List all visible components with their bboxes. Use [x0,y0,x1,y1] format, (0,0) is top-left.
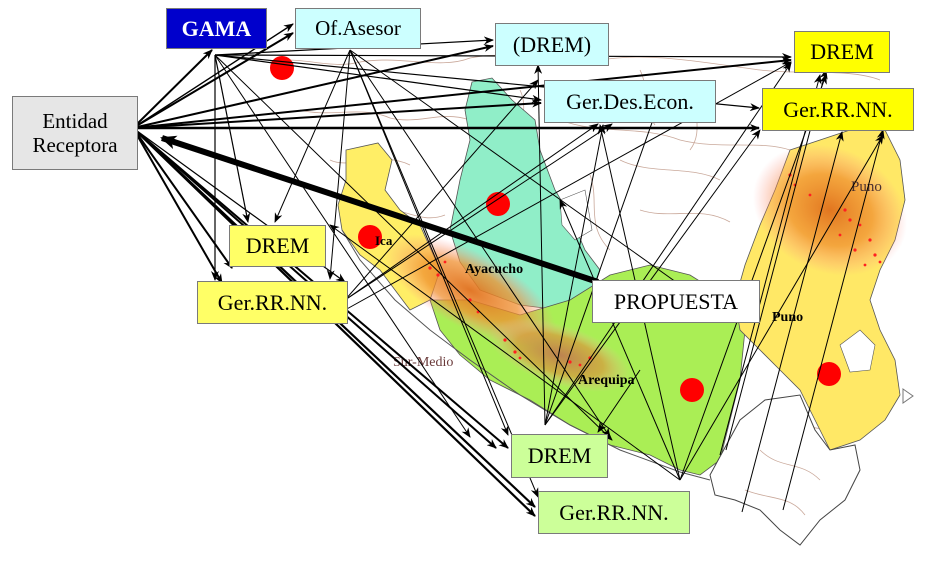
connector-arrow [132,49,213,129]
map-label-sur-medio: Sur-Medio [393,355,454,370]
entidad-receptora-node[interactable]: Entidad Receptora [12,96,147,179]
ger-rrnn-puno-label: Ger.RR.NN. [783,96,893,122]
map-label-ayacucho: Ayacucho [465,262,524,277]
connector-arrow [544,99,661,426]
connector-arrow [544,129,761,426]
connector-arrow [344,79,539,301]
connector-arrow [274,49,351,223]
entidad-receptora-line2: Receptora [32,133,118,157]
site-marker [358,225,382,249]
connector-arrow [559,199,681,481]
scroll-triangle-icon [902,388,914,404]
connector-arrow [344,123,599,301]
drem-puno-label: DREM [810,39,874,65]
connector-arrow [349,49,691,293]
entidad-receptora-line1: Entidad [42,108,108,133]
connector-arrow [344,61,792,311]
connector-arrow [214,54,613,441]
ger-des-econ-node[interactable]: Ger.Des.Econ. [544,80,716,123]
map-label-ica: Ica [375,233,393,248]
connector-arrow [544,62,792,426]
ger-rrnn-arequipa-label: Ger.RR.NN. [559,499,669,525]
connector-arrow [679,134,884,481]
connector-arrow [349,49,539,498]
drem-ica-node[interactable]: DREM [229,225,326,267]
connector-arrow [132,127,233,269]
connector-arrow [597,369,641,433]
connector-arrow [741,131,844,513]
drem-arequipa-node[interactable]: DREM [511,434,608,478]
connector-arrow [132,99,542,129]
connector-arrow [344,123,613,301]
map-label-puno-north: Puno [851,179,882,195]
mining-dots [428,173,882,367]
connector-arrow [214,54,251,223]
connector-arrow [326,49,351,280]
ger-rrnn-ica-node[interactable]: Ger.RR.NN. [197,281,348,324]
site-marker [680,378,704,402]
hotspot-ica-ayacucho [384,234,556,346]
drem-arequipa-label: DREM [527,443,592,469]
connector-arrow [329,224,681,481]
region-moquegua-tacna [709,394,861,546]
site-marker [817,362,841,386]
connector-arrow [132,44,494,129]
hotspot-arequipa [488,318,632,392]
map-label-arequipa: Arequipa [578,373,635,388]
connector-arrow [160,135,599,285]
ger-rrnn-arequipa-node[interactable]: Ger.RR.NN. [538,491,690,534]
connector-arrow [782,129,885,511]
drem-ica-label: DREM [245,233,310,259]
ger-des-econ-label: Ger.Des.Econ. [566,88,694,114]
connector-arrow [534,64,546,426]
propuesta-node[interactable]: PROPUESTA [592,280,769,332]
propuesta-label: PROPUESTA [613,288,739,314]
map-label-puno-south: Puno [772,310,804,325]
drem-paren-node[interactable]: (DREM) [495,23,609,66]
connector-arrow [132,56,792,129]
of-asesor-label: Of.Asesor [315,16,401,41]
connector-arrow [679,74,827,481]
gama-node[interactable]: GAMA [166,8,267,49]
connector-arrow [132,127,223,284]
connector-arrow [349,49,509,436]
hotspot-puno [752,144,908,276]
ger-rrnn-ica-label: Ger.RR.NN. [217,289,328,315]
connector-arrow [725,69,828,451]
connector-arrow [214,54,471,438]
gama-label: GAMA [181,15,252,41]
of-asesor-node[interactable]: Of.Asesor [295,8,421,49]
drem-puno-node[interactable]: DREM [794,31,890,73]
ger-rrnn-puno-node[interactable]: Ger.RR.NN. [762,88,914,131]
drem-paren-label: (DREM) [512,31,592,57]
connector-arrow [214,54,542,103]
